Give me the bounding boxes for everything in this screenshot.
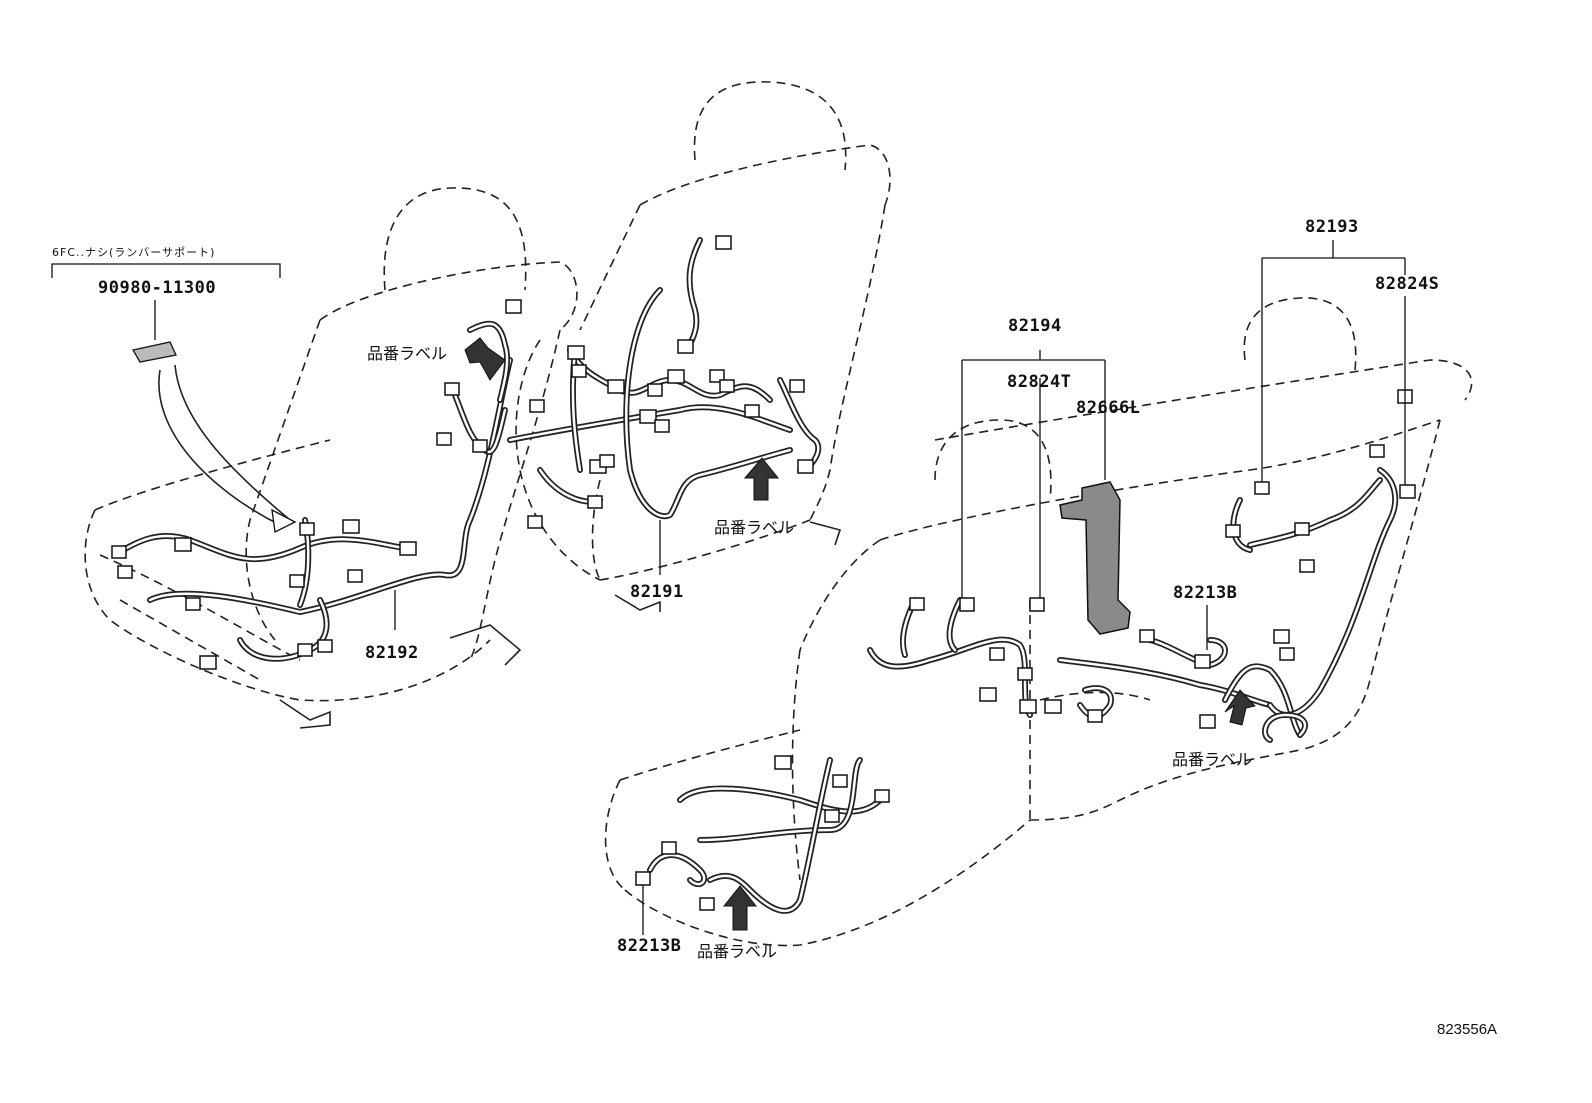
part-82193: 82193: [1305, 217, 1359, 237]
part-82192: 82192: [365, 643, 419, 663]
note-bracket: [51, 263, 281, 278]
part-label-a: 品番ラベル: [367, 344, 448, 363]
part-82824T: 82824T: [1007, 372, 1072, 392]
armrest-82666L: [1059, 481, 1131, 635]
arrow-label-b: [743, 457, 780, 501]
harness-82192: [111, 299, 522, 670]
part-label-b: 品番ラベル: [714, 518, 795, 537]
part-82213B-bottom: 82213B: [617, 936, 682, 956]
part-82213B-right: 82213B: [1173, 583, 1238, 603]
part-82194: 82194: [1008, 316, 1062, 336]
part-label-c: 品番ラベル: [1172, 750, 1253, 769]
part-82824S: 82824S: [1375, 274, 1440, 294]
part-label-d: 品番ラベル: [697, 942, 778, 961]
front-seat-back: [515, 81, 891, 612]
rear-seat: [604, 297, 1473, 947]
label-arrows: [464, 337, 1256, 931]
connector-90980: [131, 300, 297, 533]
arrow-label-a: [464, 337, 506, 381]
part-82191: 82191: [630, 582, 684, 602]
note-lumbar-support: 6FC..ナシ(ランバーサポート): [52, 246, 216, 259]
front-seat-left: [84, 187, 578, 729]
part-90980-11300: 90980-11300: [98, 278, 217, 298]
harness-82191: [507, 235, 822, 529]
leader-lines: [394, 240, 1406, 935]
harness-rear: [635, 389, 1416, 914]
part-82666L: 82666L: [1076, 398, 1141, 418]
diagram-reference-number: 823556A: [1437, 1021, 1498, 1038]
arrow-label-c: [1224, 689, 1256, 726]
arrow-label-d: [722, 885, 758, 931]
